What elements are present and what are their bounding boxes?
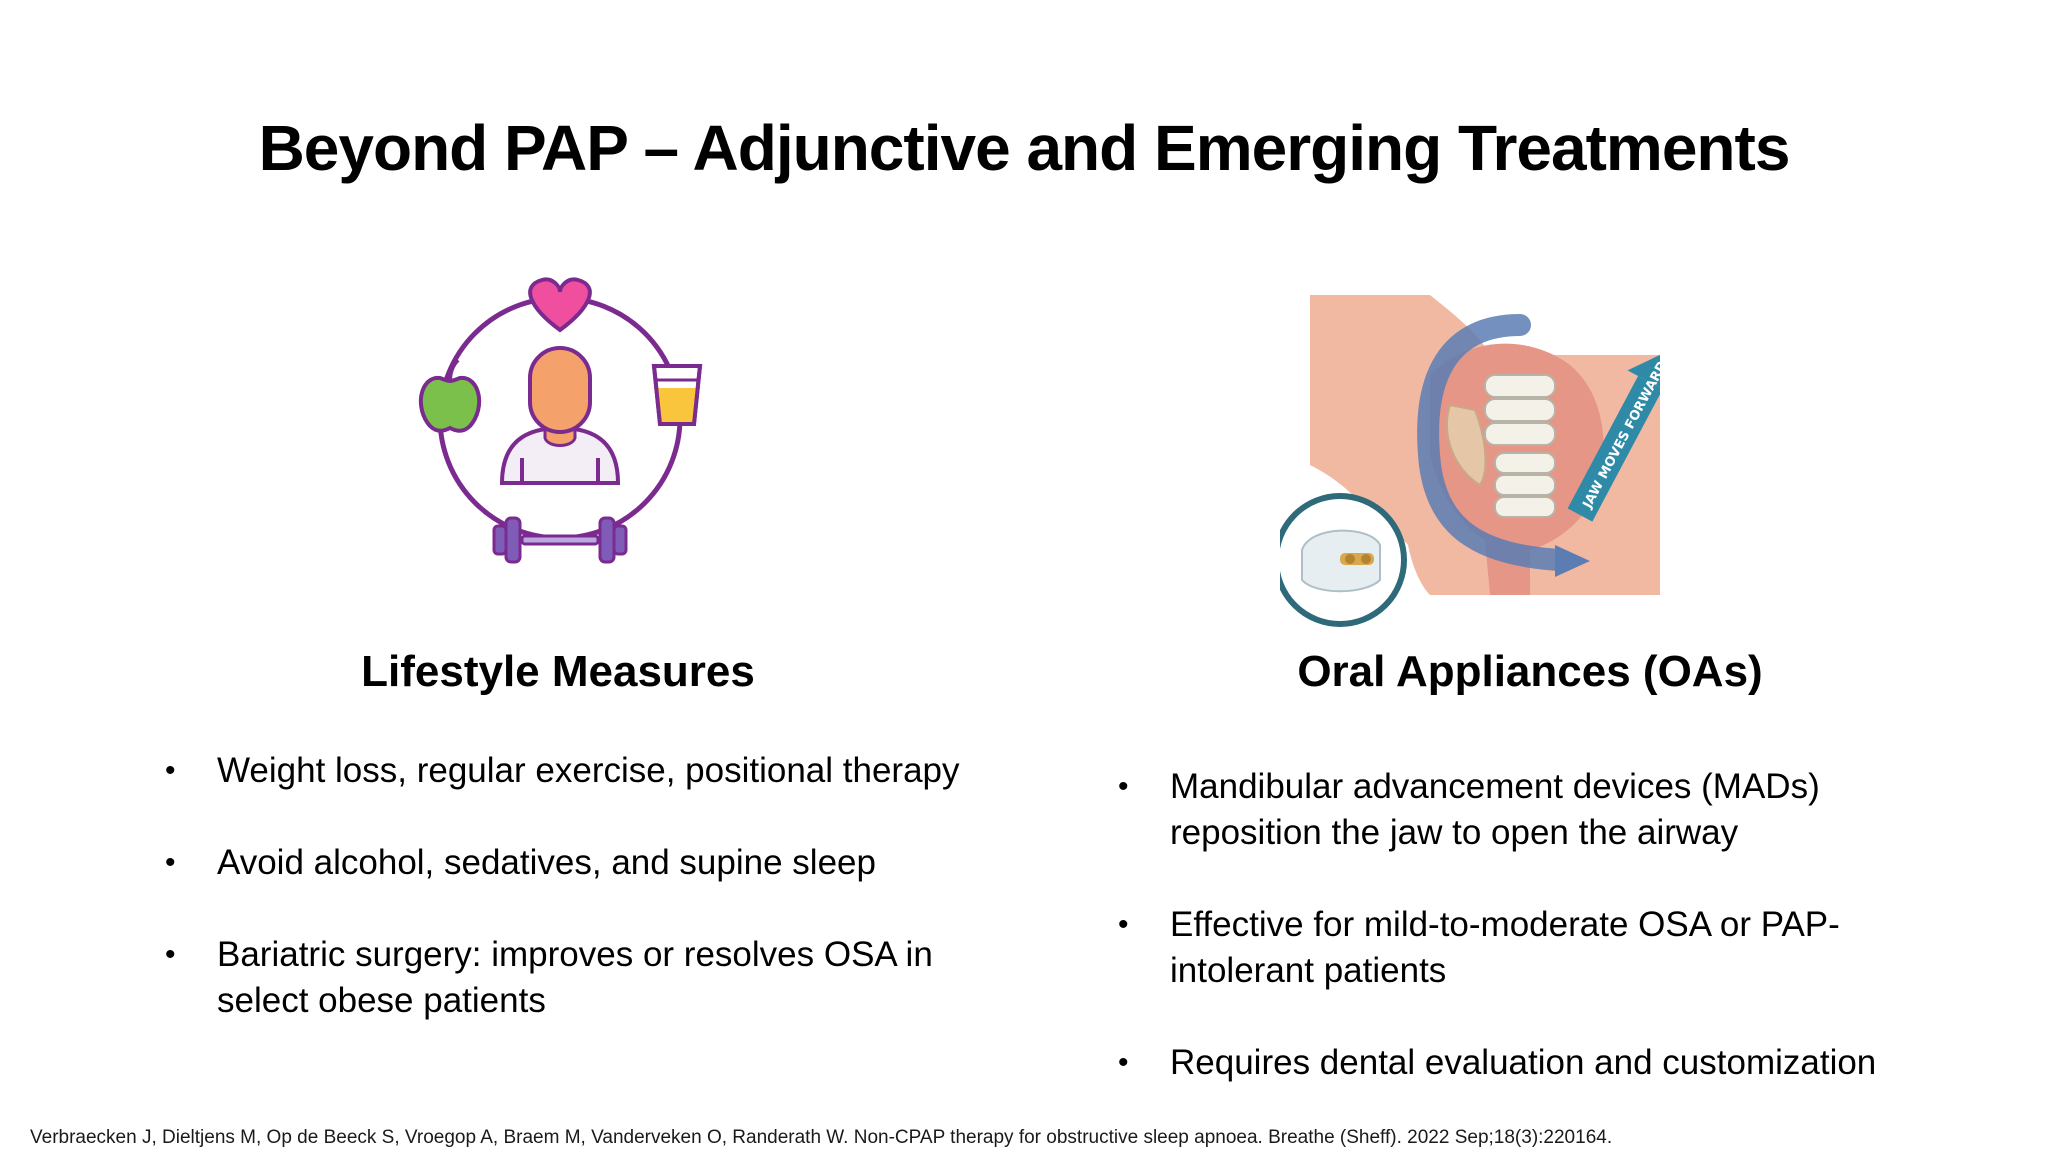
lifestyle-heading: Lifestyle Measures [361,647,755,696]
bullet-dot: • [1118,908,1129,941]
list-item: • Mandibular advancement devices (MADs) r… [1118,764,1978,856]
lower-teeth [1494,452,1556,518]
list-item: • Avoid alcohol, sedatives, and supine sl… [165,840,965,886]
list-item: • Effective for mild-to-moderate OSA or P… [1118,902,1978,994]
bullet-dot: • [165,938,176,971]
citation-footer: Verbraecken J, Dieltjens M, Op de Beeck … [30,1127,1613,1148]
list-item: • Requires dental evaluation and customiz… [1118,1040,1978,1086]
bullet-text: Avoid alcohol, sedatives, and supine sle… [217,843,876,882]
airway-arrow-head [1555,545,1590,577]
lifestyle-illustration-svg [419,277,703,564]
bullet-text: Effective for mild-to-moderate OSA or PA… [1170,905,1840,990]
bullet-text: Requires dental evaluation and customiza… [1170,1043,1877,1082]
oral-appliance-illustration: JAW MOVES FORWARD [1273,295,1674,630]
bullet-dot: • [165,846,176,879]
upper-teeth [1484,374,1556,446]
oral-appliances-heading: Oral Appliances (OAs) [1297,647,1763,696]
lifestyle-illustration [410,268,710,568]
oral-appliance-illustration-svg: JAW MOVES FORWARD [1273,295,1674,627]
bullet-dot: • [165,754,176,787]
lifestyle-bullet-list: • Weight loss, regular exercise, position… [165,748,965,1070]
list-item: • Weight loss, regular exercise, position… [165,748,965,794]
bullet-text: Mandibular advancement devices (MADs) re… [1170,767,1820,852]
bullet-dot: • [1118,770,1129,803]
slide-title: Beyond PAP – Adjunctive and Emerging Tre… [258,112,1791,184]
oral-appliances-bullet-list: • Mandibular advancement devices (MADs) r… [1118,764,1978,1132]
heart-icon [528,277,592,333]
bullet-text: Bariatric surgery: improves or resolves … [217,935,933,1020]
tongue-shape [1445,403,1487,487]
bullet-dot: • [1118,1046,1129,1079]
airway-arrow [1417,314,1571,571]
list-item: • Bariatric surgery: improves or resolves… [165,932,965,1024]
appliance-inset [1273,493,1407,627]
glass-icon [651,364,703,426]
bullet-text: Weight loss, regular exercise, positiona… [217,751,960,790]
apple-icon [419,358,481,433]
person-icon [499,346,621,485]
dumbbell-icon [492,516,628,564]
